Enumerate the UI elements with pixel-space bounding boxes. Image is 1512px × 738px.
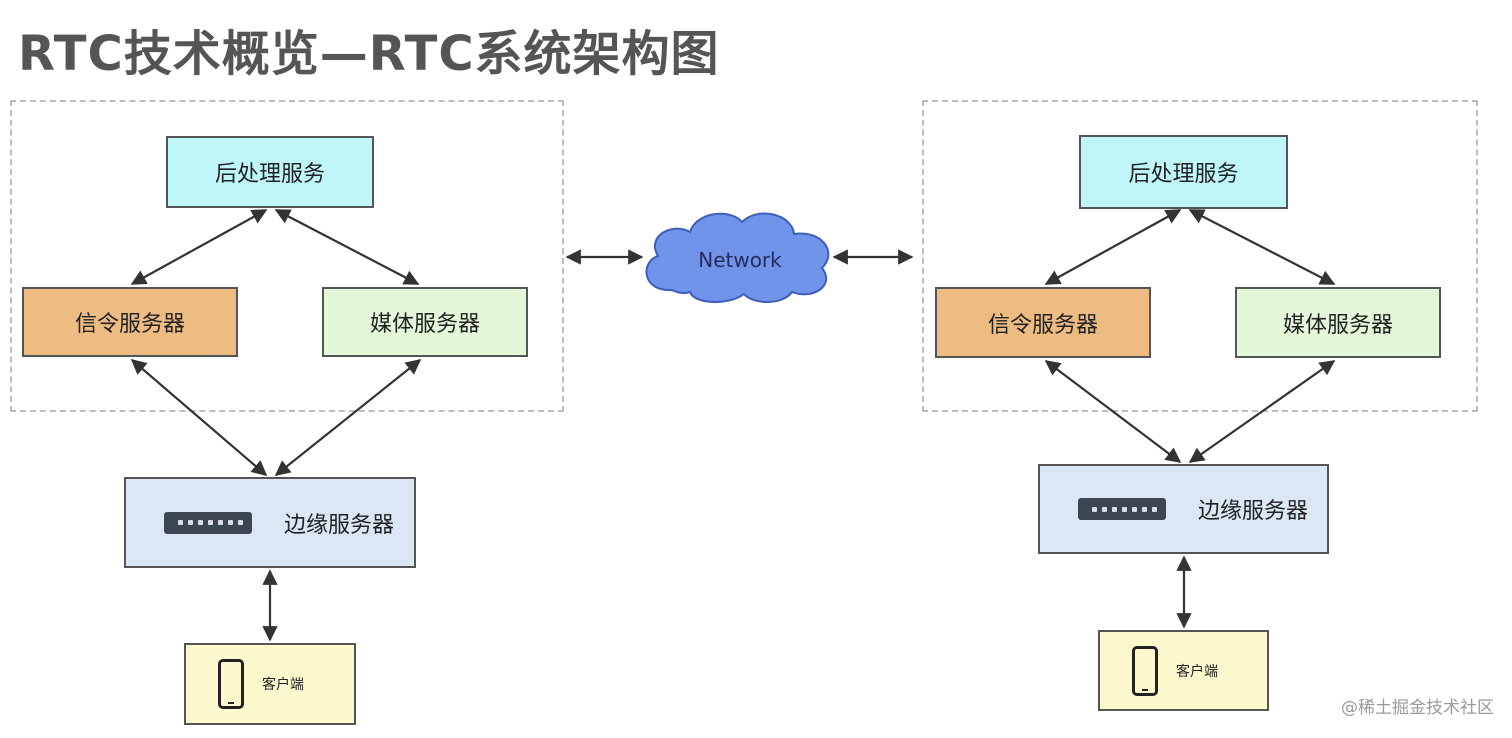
- smartphone-icon: [218, 659, 244, 709]
- right-client: 客户端: [1098, 630, 1269, 711]
- watermark: @稀土掘金技术社区: [1341, 698, 1494, 718]
- right-edge-server: 边缘服务器: [1038, 464, 1329, 554]
- page-title: RTC技术概览—RTC系统架构图: [18, 26, 720, 82]
- left-signaling-server: 信令服务器: [22, 287, 238, 357]
- arrow-right-post-signaling: [1044, 209, 1182, 285]
- arrow-left-media-edge: [274, 359, 422, 476]
- right-post-processing-service: 后处理服务: [1079, 135, 1288, 209]
- arrow-right-media-edge: [1188, 360, 1336, 463]
- left-edge-server-label: 边缘服务器: [284, 512, 395, 538]
- arrow-right-signaling-edge: [1044, 360, 1182, 463]
- left-client-label: 客户端: [262, 677, 304, 693]
- arrow-left-signaling-edge: [130, 358, 268, 477]
- right-client-label: 客户端: [1176, 663, 1218, 680]
- left-post-processing-service: 后处理服务: [166, 136, 374, 208]
- left-client: 客户端: [184, 643, 356, 725]
- arrow-left-post-media: [274, 209, 420, 285]
- left-edge-server: 边缘服务器: [124, 477, 416, 568]
- cloud-icon: [645, 212, 830, 304]
- left-media-server: 媒体服务器: [322, 287, 528, 357]
- arrow-right-post-media: [1188, 209, 1336, 285]
- right-media-server: 媒体服务器: [1235, 287, 1441, 358]
- right-signaling-server: 信令服务器: [935, 287, 1151, 358]
- right-edge-server-label: 边缘服务器: [1198, 499, 1309, 524]
- arrow-left-post-signaling: [130, 209, 268, 285]
- network-switch-icon: [1078, 498, 1166, 520]
- network-label: Network: [698, 248, 782, 272]
- network-switch-icon: [164, 511, 252, 534]
- smartphone-icon: [1132, 645, 1158, 696]
